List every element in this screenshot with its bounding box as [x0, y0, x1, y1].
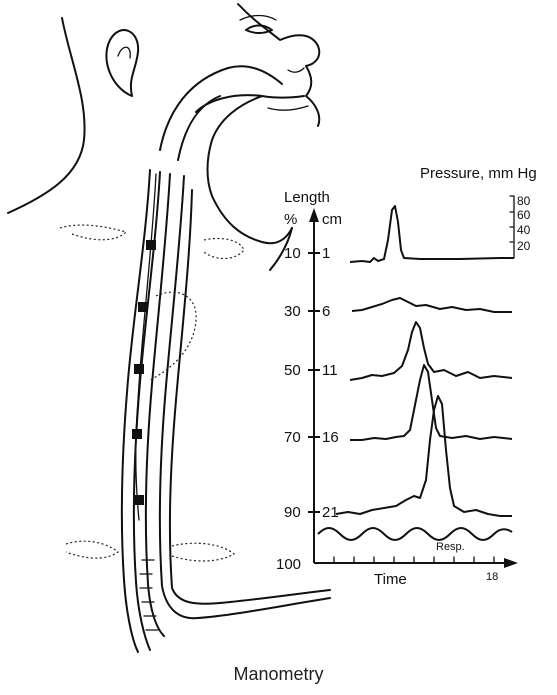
- percent-unit: %: [284, 211, 297, 228]
- pressure-40: 40: [517, 223, 531, 237]
- sensor-5: [134, 495, 144, 505]
- nasal-passage: [160, 66, 282, 150]
- row-3-percent: 50: [284, 362, 301, 379]
- length-title: Length: [284, 189, 330, 206]
- ear: [106, 30, 138, 96]
- trace-row-5: [336, 396, 512, 516]
- row-1-cm: 1: [322, 245, 330, 262]
- hyoid-right: [204, 238, 244, 258]
- pressure-title: Pressure, mm Hg: [420, 165, 537, 182]
- trace-row-2: [352, 298, 512, 312]
- row-4-cm: 16: [322, 429, 339, 446]
- row-3-cm: 11: [322, 362, 338, 379]
- anatomy-illustration: [8, 4, 330, 652]
- pressure-scale-bracket: [510, 196, 514, 258]
- figure-caption: Manometry: [0, 664, 557, 685]
- row-5-cm: 21: [322, 504, 339, 521]
- pressure-20: 20: [517, 239, 531, 253]
- pressure-scale: Pressure, mm Hg 80 60 40 20: [420, 165, 537, 258]
- length-axis: Length % cm 10 1 30 6 50 11 70 16 90: [276, 189, 518, 588]
- cm-unit: cm: [322, 211, 342, 228]
- row-2-cm: 6: [322, 303, 330, 320]
- trace-row-3: [350, 322, 512, 380]
- time-label: Time: [374, 571, 407, 588]
- row-1-percent: 10: [284, 245, 301, 262]
- esophagus-outer-right: [160, 176, 330, 618]
- jaw: [212, 196, 292, 243]
- clavicle-left: [66, 541, 118, 558]
- sensor-1: [146, 240, 156, 250]
- neck-back-outline: [8, 18, 85, 213]
- pressure-60: 60: [517, 208, 531, 222]
- sensor-4: [132, 429, 142, 439]
- hyoid-left: [60, 225, 126, 240]
- tongue: [196, 95, 262, 196]
- clavicle-right: [172, 543, 234, 561]
- bottom-percent: 100: [276, 556, 301, 573]
- face-profile: [238, 4, 319, 126]
- pressure-80: 80: [517, 194, 531, 208]
- row-2-percent: 30: [284, 303, 301, 320]
- x-axis-arrow: [504, 558, 518, 568]
- time-mark: 18: [486, 571, 498, 583]
- mouth: [262, 96, 304, 98]
- sensor-2: [138, 302, 148, 312]
- pressure-traces: [318, 206, 514, 540]
- eye: [246, 26, 272, 34]
- row-4-percent: 70: [284, 429, 301, 446]
- resp-label: Resp.: [436, 541, 465, 553]
- trace-row-1: [350, 206, 514, 262]
- row-5-percent: 90: [284, 504, 301, 521]
- resp-trace: [318, 528, 512, 540]
- sensor-3: [134, 364, 144, 374]
- y-axis-arrow: [309, 208, 319, 222]
